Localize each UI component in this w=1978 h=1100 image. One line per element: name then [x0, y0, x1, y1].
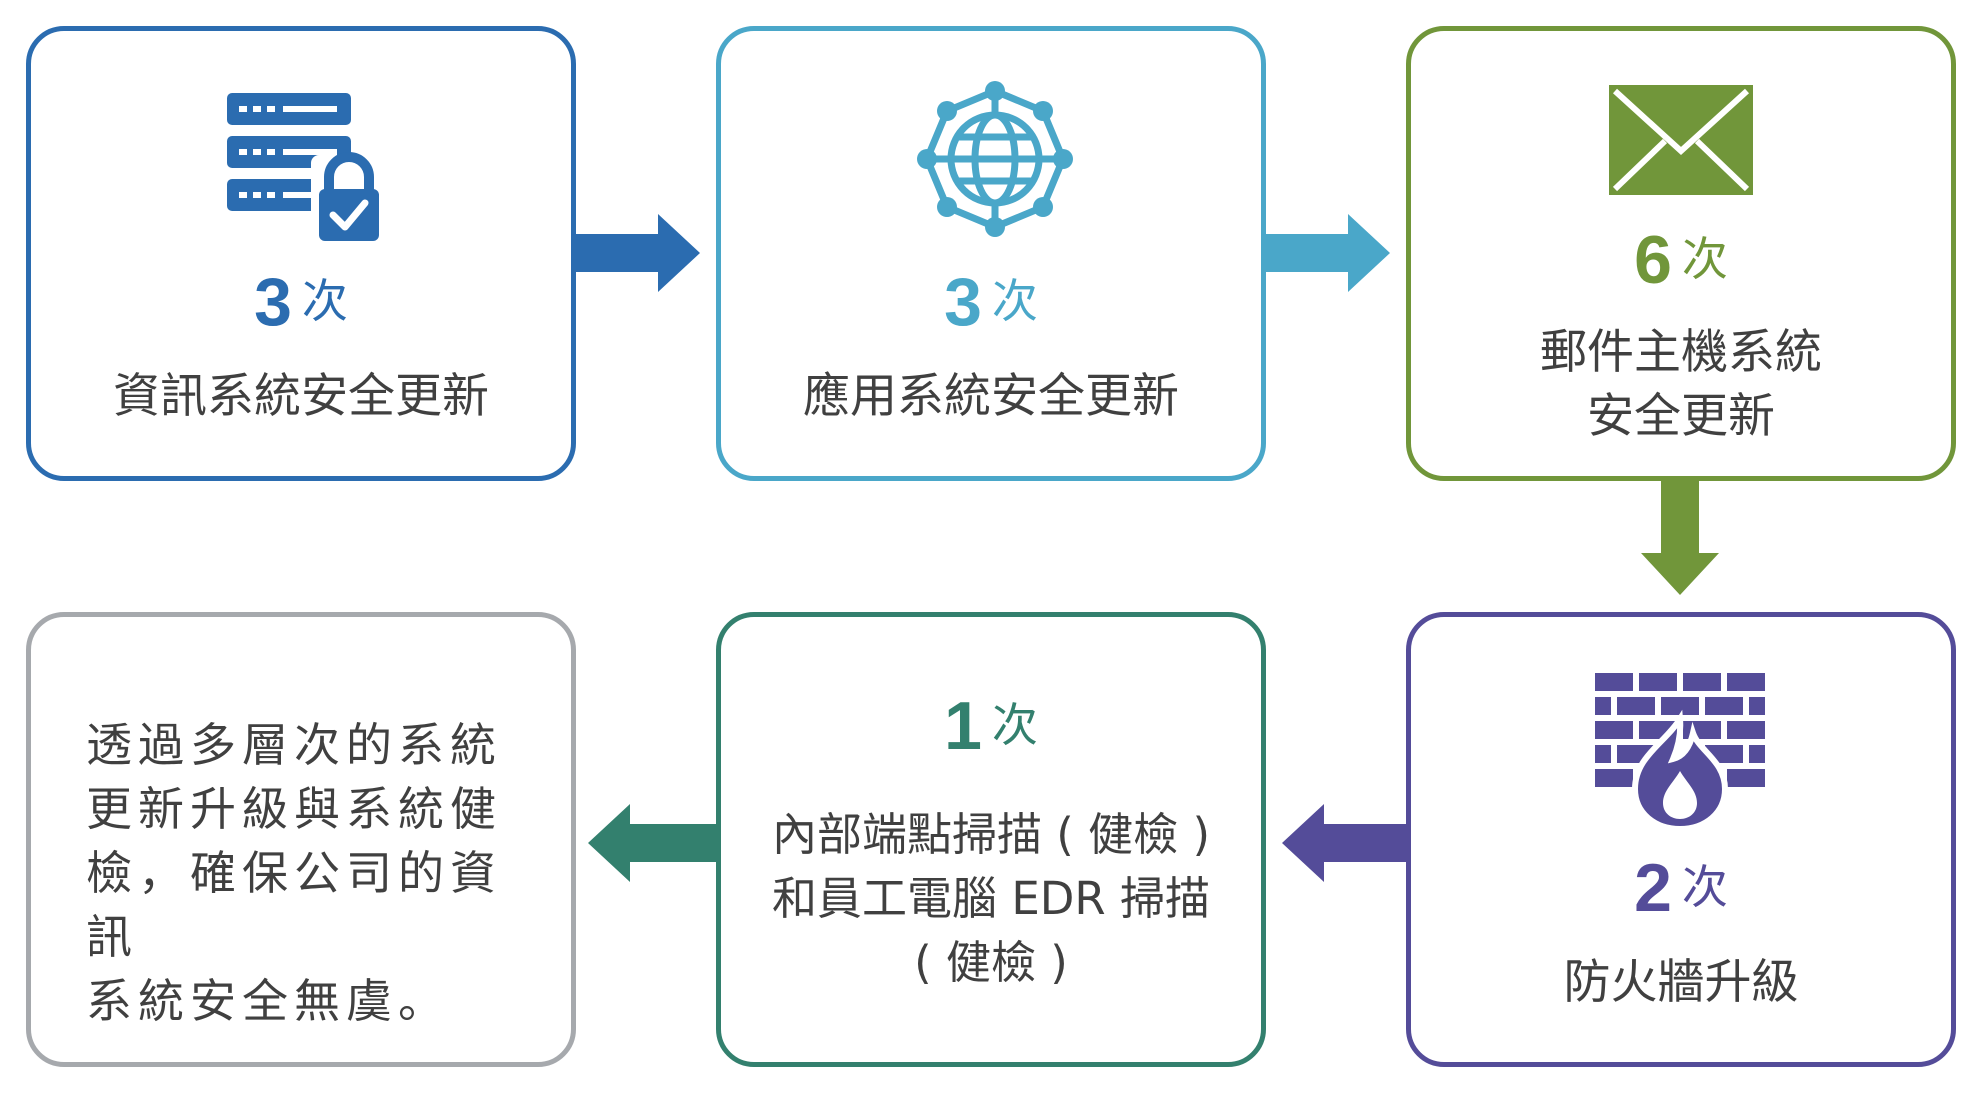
count-number: 3: [254, 264, 292, 340]
step-label-text: 資訊系統安全更新: [113, 369, 489, 424]
count-unit: 次: [1681, 232, 1728, 286]
step-label: 防火牆升級: [1411, 951, 1951, 1015]
count-number: 3: [944, 264, 982, 340]
arrow-right-2: [1266, 214, 1390, 292]
step-label-line: ( 健檢 ): [914, 936, 1068, 989]
summary-line: 更新升級與系統健: [86, 782, 502, 836]
step-label-line: 內部端點掃描 ( 健檢 ): [771, 808, 1211, 861]
step-label-text: 應用系統安全更新: [803, 369, 1179, 424]
envelope-icon: [1609, 85, 1753, 195]
step-label-line: 安全更新: [1587, 389, 1775, 444]
count-number: 1: [944, 688, 982, 764]
count-unit: 次: [991, 698, 1038, 752]
arrow-right-1: [576, 214, 700, 292]
count-unit: 次: [1681, 860, 1728, 914]
step-label-line: 和員工電腦 EDR 掃描: [772, 872, 1210, 925]
step-label: 應用系統安全更新: [721, 365, 1261, 429]
summary-line: 透過多層次的系統: [86, 718, 502, 772]
count-number: 6: [1634, 222, 1672, 298]
firewall-icon: [1595, 673, 1765, 831]
globe-network-icon: [917, 81, 1073, 237]
step-label-text: 防火牆升級: [1563, 955, 1799, 1010]
count-unit: 次: [301, 274, 348, 328]
summary-box: 透過多層次的系統 更新升級與系統健 檢，確保公司的資訊 系統安全無虞。: [26, 612, 576, 1067]
summary-line: 系統安全無虞。: [86, 974, 450, 1028]
step-label: 郵件主機系統 安全更新: [1411, 321, 1951, 449]
arrow-down: [1641, 481, 1719, 595]
step-label-line: 郵件主機系統: [1540, 325, 1822, 380]
summary-line: 檢，確保公司的資訊: [86, 846, 502, 964]
server-lock-icon: [227, 93, 387, 245]
step-label: 內部端點掃描 ( 健檢 ) 和員工電腦 EDR 掃描 ( 健檢 ): [721, 803, 1261, 995]
step-label: 資訊系統安全更新: [31, 365, 571, 429]
count-number: 2: [1634, 850, 1672, 926]
count-unit: 次: [991, 274, 1038, 328]
summary-text: 透過多層次的系統 更新升級與系統健 檢，確保公司的資訊 系統安全無虞。: [86, 713, 546, 1033]
arrow-left-2: [588, 804, 716, 882]
arrow-left-1: [1282, 804, 1406, 882]
